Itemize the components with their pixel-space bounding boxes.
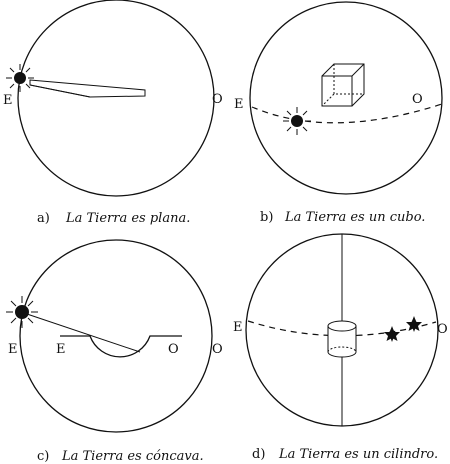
panel-c: E E O O c) La Tierra es cóncava. (6, 239, 223, 464)
mark-east-d: E (233, 320, 243, 335)
mark-east-ground-c: E (56, 342, 66, 357)
caption-d: La Tierra es un cilindro. (278, 447, 438, 462)
concave-earth (60, 335, 182, 358)
sun-path-b (251, 103, 443, 124)
cylinder-earth (327, 320, 357, 358)
caption-c: La Tierra es cóncava. (61, 449, 204, 464)
sun-ray (23, 312, 141, 353)
star-icon (406, 316, 422, 332)
mark-west-a: O (212, 92, 223, 107)
mark-west-d: O (437, 322, 448, 337)
celestial-sphere-b (249, 1, 443, 195)
panel-a: E O a) La Tierra es plana. (3, 0, 223, 226)
mark-east-b: E (234, 97, 244, 112)
sun-icon (6, 64, 34, 92)
flat-earth-slab (29, 79, 146, 98)
caption-letter-c: c) (37, 449, 49, 464)
celestial-sphere-a (17, 0, 215, 197)
panel-d: E O d) La Tierra es un cilindro. (233, 233, 448, 462)
caption-letter-b: b) (260, 210, 273, 225)
caption-letter-d: d) (252, 447, 265, 462)
caption-letter-a: a) (37, 211, 50, 226)
panel-b: E O b) La Tierra es un cubo. (234, 1, 443, 225)
star-icon (384, 326, 400, 342)
cube-earth (321, 63, 365, 107)
mark-east-sky-c: E (8, 342, 18, 357)
mark-east-a: E (3, 93, 13, 108)
mark-west-ground-c: O (168, 342, 179, 357)
caption-b: La Tierra es un cubo. (284, 210, 425, 225)
mark-west-b: O (412, 92, 423, 107)
caption-a: La Tierra es plana. (65, 211, 190, 226)
sun-icon (283, 107, 311, 135)
celestial-sphere-c (19, 239, 213, 433)
mark-west-sky-c: O (212, 342, 223, 357)
sun-icon (6, 296, 38, 328)
